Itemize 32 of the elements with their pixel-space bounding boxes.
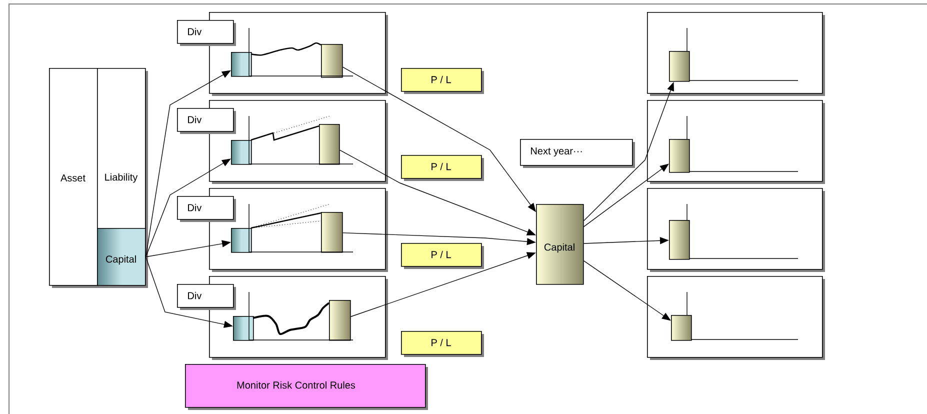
capital-bar bbox=[671, 315, 692, 341]
chart-panel bbox=[647, 276, 825, 360]
capital-bar bbox=[669, 139, 690, 173]
label-box: P / L bbox=[401, 243, 484, 269]
chart-panel bbox=[647, 188, 825, 272]
capital-bar bbox=[329, 300, 351, 341]
label-box: Div bbox=[177, 20, 236, 46]
capital-bar bbox=[231, 140, 252, 165]
arrow bbox=[145, 70, 231, 258]
capital-bar bbox=[231, 228, 252, 253]
label-box: Div bbox=[177, 196, 236, 222]
label-box: Div bbox=[177, 108, 236, 134]
label-box: P / L bbox=[401, 68, 484, 94]
label-box: P / L bbox=[401, 331, 484, 357]
arrow bbox=[145, 158, 231, 258]
label-box: Div bbox=[177, 284, 236, 310]
capital-bar bbox=[669, 51, 690, 82]
chart-panel bbox=[647, 12, 825, 96]
capital-bar: Capital bbox=[536, 204, 584, 285]
capital-bar bbox=[669, 220, 690, 260]
rules-box: Monitor Risk Control Rules bbox=[185, 364, 428, 410]
capital-bar bbox=[319, 124, 340, 165]
arrow bbox=[583, 260, 671, 321]
capital-bar bbox=[321, 44, 343, 78]
label-box: P / L bbox=[401, 155, 484, 181]
arrow bbox=[583, 164, 669, 228]
capital-bar bbox=[231, 52, 252, 77]
label-box: Next year··· bbox=[520, 139, 635, 168]
capital-bar bbox=[233, 316, 254, 341]
capital-bar bbox=[321, 212, 343, 253]
chart-panel bbox=[647, 100, 825, 184]
capital-bar: Capital bbox=[97, 228, 148, 288]
